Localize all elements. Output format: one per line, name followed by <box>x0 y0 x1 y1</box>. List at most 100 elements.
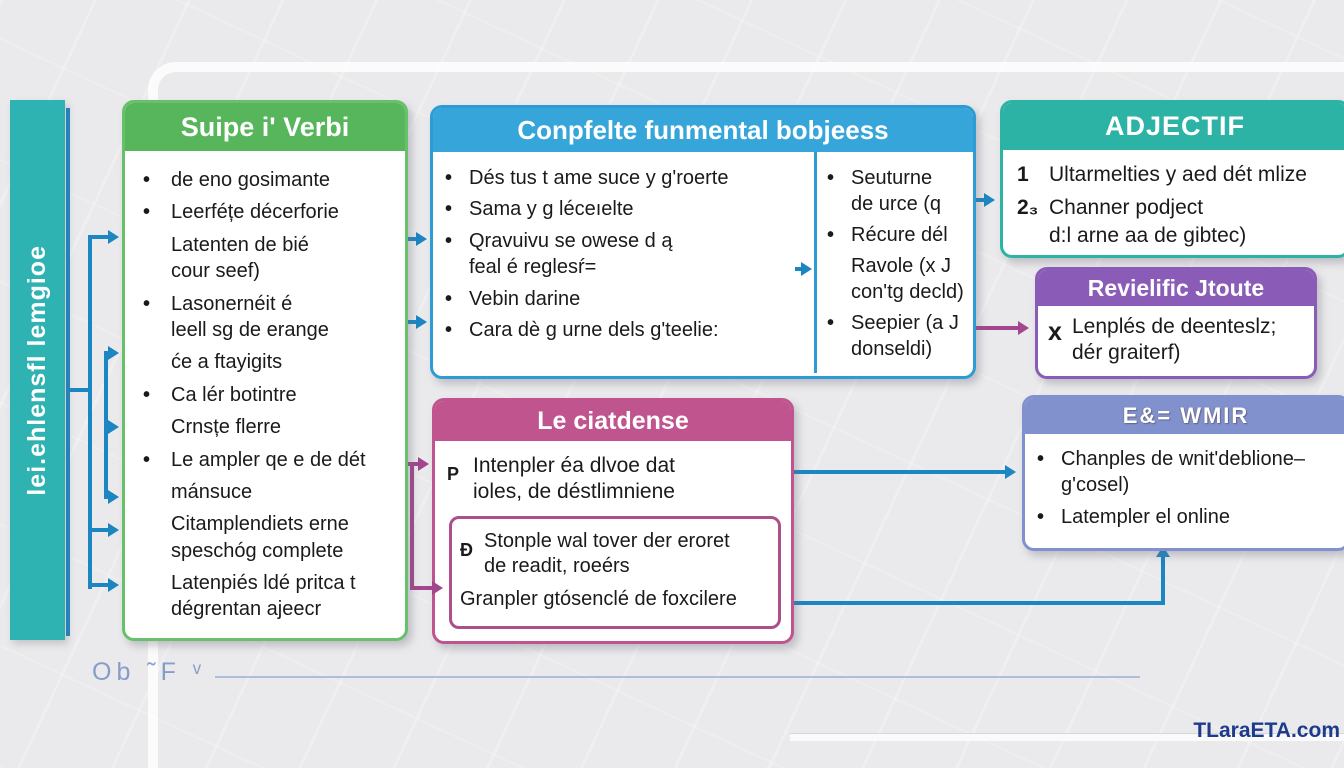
eswitr-box-title: E&= WMIR <box>1025 398 1344 434</box>
arrow-icon <box>108 490 119 504</box>
list-item: mánsuce <box>143 479 397 505</box>
connector-line <box>88 235 92 589</box>
list-item: Ravole (x J con'tg decld) <box>827 253 971 305</box>
arrow-icon <box>416 232 427 246</box>
bullet-marker: • <box>143 201 151 224</box>
arrow-icon <box>416 315 427 329</box>
list-item: •Leerféțe décerforie <box>143 199 397 225</box>
list-item: 1 Ultarmelties y aed dét mlize <box>1017 161 1341 188</box>
connector-line <box>88 583 110 587</box>
adjectif-box-title: ADJECTIF <box>1003 103 1344 150</box>
connector-line <box>410 586 434 590</box>
list-item-text: Le ampler qe e de dét <box>171 448 366 471</box>
list-item-text: Ca lér botintre <box>171 383 297 406</box>
list-item-text: Seepier (a J donseldi) <box>851 312 959 360</box>
list-item-text: Lenplés de deenteslz; dér graiterf) <box>1072 315 1277 365</box>
list-item: Latenpiés ldé pritca t dégrentan ajeecr <box>143 570 397 623</box>
list-item: Citamplendiets erne speschóg complete <box>143 511 397 564</box>
arrow-icon <box>432 581 443 595</box>
list-item: Granpler gtósenclé de foxcilere <box>460 587 772 612</box>
arrow-icon <box>418 457 429 471</box>
bullet-marker: • <box>445 318 453 341</box>
eswitr-box: E&= WMIR • Chanples de wnit'deblione– g'c… <box>1022 395 1344 551</box>
bullet-marker: • <box>827 167 835 189</box>
list-item-text: de eno gosimante <box>171 169 331 191</box>
connector-line <box>92 528 110 532</box>
list-item: • Ca lér botintre <box>143 382 397 408</box>
connector-line <box>795 267 803 271</box>
connector-line <box>66 388 88 392</box>
bullet-marker: • <box>1037 506 1045 528</box>
watermark: TLaraETA.com <box>1193 719 1340 742</box>
arrow-icon <box>108 523 119 537</box>
list-item: •Cara dè g urne dels g'teelie: <box>445 317 810 343</box>
connector-line <box>938 326 1020 330</box>
list-item: • Latempler el online <box>1037 504 1343 530</box>
bullet-marker: • <box>143 292 151 315</box>
list-item-text: Granpler gtósenclé de foxcilere <box>460 587 737 610</box>
connector-line <box>1161 556 1165 605</box>
bullet-marker: • <box>827 312 835 334</box>
complements-left-column: • Dés tus t ame suce y g'roerte • Sama y g… <box>433 152 817 373</box>
list-item-text: Channer podject d:l arne aa de gibtec) <box>1049 196 1247 247</box>
sidebar-vertical-label: lei.ehlensfl lemgioe <box>23 244 51 496</box>
verbs-box-title: Suipe i' Verbi <box>125 103 405 151</box>
list-item: •Le ampler qe e de dét <box>143 447 397 473</box>
number-marker: 2₃ <box>1017 196 1039 220</box>
adjectif-box: ADJECTIF 1 Ultarmelties y aed dét mlize 2… <box>1000 100 1344 258</box>
connector-line <box>402 237 418 241</box>
connector-line <box>88 235 110 239</box>
list-item-text: Latenpiés ldé pritca t dégrentan ajeecr <box>171 572 356 621</box>
bullet-marker: • <box>143 383 151 406</box>
connector-line <box>787 470 1009 474</box>
arrow-icon <box>108 420 119 434</box>
handwritten-scribble: Ob ˜F ᵛ <box>92 658 206 686</box>
bullet-marker: • <box>445 198 453 221</box>
arrow-icon <box>1156 546 1170 557</box>
complements-right-column: • Seuturne de urce (q • Récure dél Ravole … <box>817 152 973 373</box>
arrow-icon <box>108 346 119 360</box>
bullet-marker: • <box>1037 448 1045 470</box>
arrow-icon <box>108 230 119 244</box>
arrow-icon <box>984 193 995 207</box>
connector-line <box>410 462 414 590</box>
connector-line <box>66 108 70 636</box>
arrow-icon <box>1005 465 1016 479</box>
list-item: Latenten de bié cour seef) <box>143 232 397 285</box>
bullet-marker: • <box>827 224 835 246</box>
list-item: • Dés tus t ame suce y g'roerte <box>445 165 810 191</box>
list-item: Crnsțe flerre <box>143 414 397 440</box>
bullet-marker: • <box>143 169 151 191</box>
list-item-text: će a ftayigits <box>171 351 283 374</box>
complements-box-title: Conpfelte funmental bobjeess <box>433 108 973 152</box>
number-marker: 1 <box>1017 163 1029 186</box>
complements-box: Conpfelte funmental bobjeess • Dés tus t … <box>430 105 976 379</box>
list-item: • Chanples de wnit'deblione– g'cosel) <box>1037 446 1343 498</box>
list-item-text: Latempler el online <box>1061 506 1230 528</box>
bullet-marker: • <box>445 167 453 189</box>
list-item-text: Crnsțe flerre <box>171 416 282 439</box>
divider-line <box>215 676 1140 678</box>
list-item-text: Récure dél <box>851 224 948 246</box>
list-item-text: Qravuivu se owese d ą feal é reglesŕ= <box>469 229 673 279</box>
ciatdense-box-title: Le ciatdense <box>435 401 791 441</box>
list-item: • Seepier (a J donseldi) <box>827 310 971 362</box>
list-item: • Lasonernéit é leell sg de erange <box>143 291 397 344</box>
list-item: •Qravuivu se owese d ą feal é reglesŕ= <box>445 228 810 281</box>
letter-marker: P <box>447 464 460 484</box>
list-item-text: Seuturne de urce (q <box>851 167 942 215</box>
list-item-text: Ultarmelties y aed dét mlize <box>1049 163 1307 186</box>
arrow-icon <box>801 262 812 276</box>
connector-line <box>782 601 1165 605</box>
list-item-text: Chanples de wnit'deblione– g'cosel) <box>1061 448 1305 496</box>
arrow-icon <box>1018 321 1029 335</box>
list-item-text: Sama y g léceıelte <box>469 198 634 221</box>
list-item-text: Dés tus t ame suce y g'roerte <box>469 167 729 189</box>
list-item-text: Lasonernéit é leell sg de erange <box>171 292 329 341</box>
